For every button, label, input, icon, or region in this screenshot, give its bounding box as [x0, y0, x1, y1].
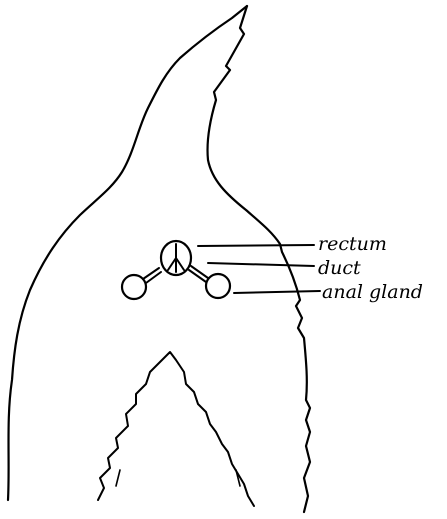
rectum-mark	[168, 244, 184, 272]
label-anal-gland: anal gland	[322, 281, 423, 303]
right-anal-gland	[206, 274, 230, 298]
right-duct	[189, 266, 208, 282]
rectum-leader-line	[198, 245, 314, 246]
left-duct	[143, 268, 161, 283]
body-outline-right	[207, 6, 310, 512]
anal-gland-leader-line	[234, 291, 320, 293]
leg-inner-edge	[98, 352, 254, 506]
fur-hatch	[116, 470, 240, 486]
label-duct: duct	[318, 257, 361, 279]
duct-leader-line	[208, 263, 314, 266]
label-rectum: rectum	[318, 233, 387, 255]
